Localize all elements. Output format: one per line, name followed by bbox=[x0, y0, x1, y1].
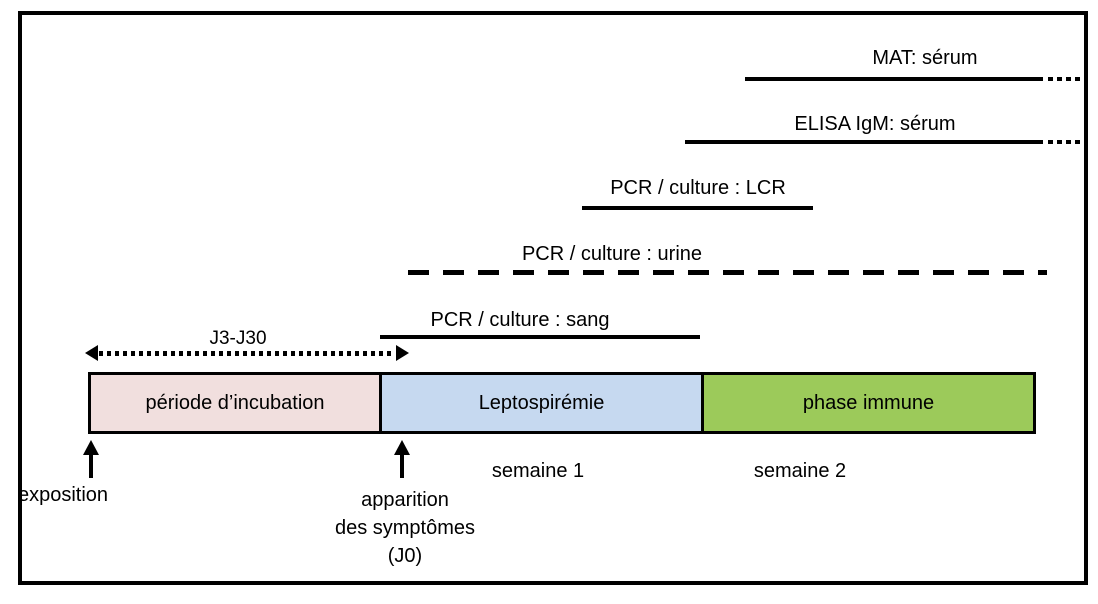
diagram-frame bbox=[18, 11, 1088, 585]
incubation-arrow-left-head bbox=[85, 345, 98, 361]
week-2-label: semaine 2 bbox=[753, 460, 847, 482]
incubation-arrow-right-head bbox=[396, 345, 409, 361]
week-1-label: semaine 1 bbox=[491, 460, 585, 482]
exposure-arrow-shaft bbox=[89, 455, 93, 478]
pcr-lcr-timeline-line bbox=[582, 206, 813, 210]
test-label-mat-serum: MAT: sérum bbox=[872, 47, 978, 69]
symptom-onset-up-arrow bbox=[393, 440, 411, 478]
mat-serum-line-dotted-continuation bbox=[1048, 77, 1082, 81]
exposure-label: exposition bbox=[17, 484, 109, 506]
symptom-onset-label: apparition des symptômes (J0) bbox=[305, 486, 505, 570]
phase-incubation-period: période d’incubation bbox=[91, 375, 379, 431]
exposure-arrow-head bbox=[83, 440, 99, 455]
disease-phase-bar: période d’incubation Leptospirémie phase… bbox=[88, 372, 1036, 434]
symptom-onset-line-2: des symptômes bbox=[334, 517, 476, 539]
test-label-elisa-igm-serum: ELISA IgM: sérum bbox=[794, 113, 956, 135]
symptom-onset-arrow-head bbox=[394, 440, 410, 455]
incubation-dotted-arrow-line bbox=[99, 351, 395, 356]
pcr-sang-timeline-line bbox=[380, 335, 700, 339]
test-label-pcr-culture-sang: PCR / culture : sang bbox=[430, 309, 610, 331]
incubation-window-label: J3-J30 bbox=[209, 328, 267, 349]
phase-immune: phase immune bbox=[704, 375, 1033, 431]
exposure-up-arrow bbox=[82, 440, 100, 478]
symptom-onset-arrow-shaft bbox=[400, 455, 404, 478]
mat-serum-timeline-line bbox=[745, 77, 1043, 81]
symptom-onset-line-1: apparition bbox=[361, 489, 449, 511]
elisa-igm-timeline-line bbox=[685, 140, 1043, 144]
phase-leptospiremia: Leptospirémie bbox=[379, 375, 704, 431]
elisa-igm-line-dotted-continuation bbox=[1048, 140, 1082, 144]
symptom-onset-line-3: (J0) bbox=[387, 545, 423, 567]
test-label-pcr-culture-lcr: PCR / culture : LCR bbox=[610, 177, 786, 199]
test-label-pcr-culture-urine: PCR / culture : urine bbox=[521, 243, 703, 265]
pcr-urine-timeline-dashed-line bbox=[408, 270, 1047, 275]
